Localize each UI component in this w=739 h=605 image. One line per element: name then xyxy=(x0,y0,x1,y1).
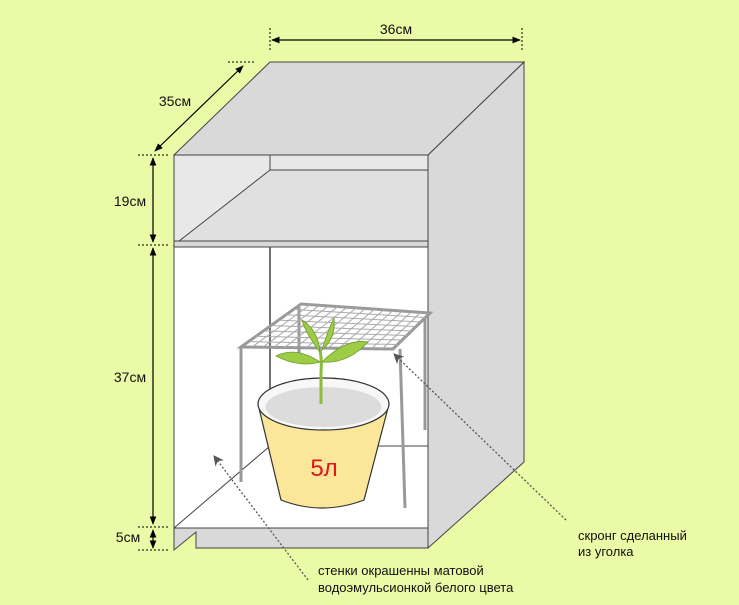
scrog-net-line xyxy=(293,308,426,318)
width-label: 36см xyxy=(380,21,412,37)
dimension-depth: 35см xyxy=(138,61,254,156)
plant-pot: 5л xyxy=(257,377,390,509)
main-section-label: 37см xyxy=(114,369,146,385)
leaf-left-small xyxy=(301,319,321,354)
dimension-width: 36см xyxy=(269,21,523,50)
scrog-leg-front-right xyxy=(398,348,407,509)
pot-body xyxy=(257,403,390,509)
walls-annotation: стенки окрашенны матовой водоэмульсионко… xyxy=(213,455,514,595)
scrog-net-line xyxy=(285,314,421,323)
pot-soil xyxy=(265,387,382,427)
walls-note-line1: стенки окрашенны матовой xyxy=(318,563,484,578)
plant xyxy=(275,316,369,404)
top-section-label: 19см xyxy=(114,193,146,209)
scrog-note-line2: из уголка xyxy=(578,544,634,559)
plant-stem xyxy=(318,349,323,404)
pot-volume-label: 5л xyxy=(310,455,337,482)
walls-note-line2: водоэмульсионкой белого цвета xyxy=(318,580,514,595)
scrog-net-line xyxy=(263,330,407,336)
scrog-note-line1: скронг сделанный xyxy=(578,528,687,543)
dimension-heights: 19см 37см 5см xyxy=(114,157,168,551)
leaf-left-large xyxy=(275,351,321,365)
depth-label: 35см xyxy=(159,93,191,109)
bottom-section-label: 5см xyxy=(116,529,140,545)
depth-arrow xyxy=(154,65,244,152)
leaf-right-small xyxy=(321,316,335,352)
walls-pointer xyxy=(213,455,309,581)
divider-shelf xyxy=(173,240,429,248)
leaf-right-large xyxy=(321,341,369,363)
floor-left-edge xyxy=(173,445,271,529)
box-plinth xyxy=(173,527,429,552)
scrog-annotation: скронг сделанный из уголка xyxy=(393,353,687,559)
scrog-net-line xyxy=(270,325,412,332)
scrog-net xyxy=(236,302,434,351)
scrog-net-grid xyxy=(248,304,426,350)
scrog-net-line xyxy=(248,341,398,345)
scrog-net-line xyxy=(278,319,417,327)
